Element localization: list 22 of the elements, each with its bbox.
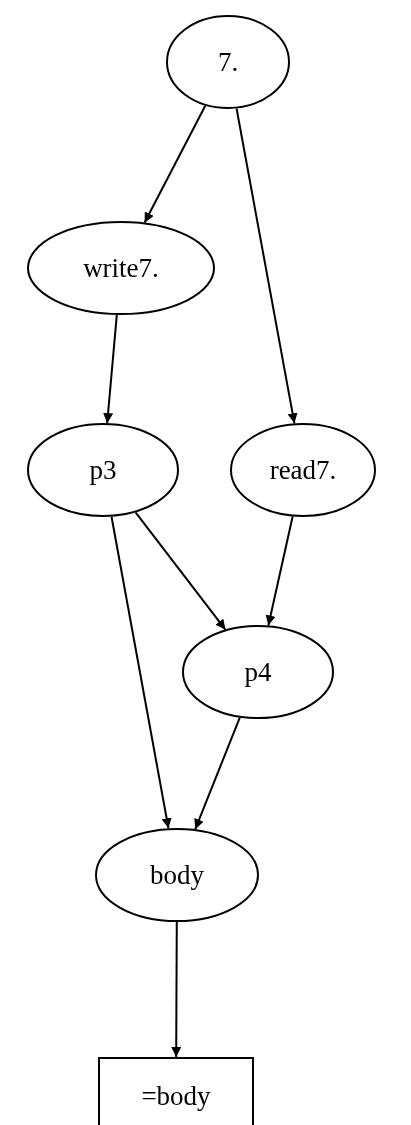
- arrow: [194, 716, 241, 831]
- arrow: [103, 313, 118, 425]
- ellipse-node: [166, 15, 290, 109]
- ellipse-node: [95, 828, 259, 922]
- arrow: [110, 515, 172, 830]
- arrow: [171, 921, 182, 1058]
- node-label: write7.: [83, 252, 159, 284]
- node-label: p4: [244, 656, 272, 688]
- ellipse-node: [27, 221, 215, 315]
- arrow: [235, 107, 298, 425]
- ellipse-node: [230, 423, 376, 517]
- node-label: body: [150, 859, 204, 891]
- node-label: read7.: [269, 454, 337, 486]
- ellipse-node: [27, 423, 179, 517]
- node-label: =body: [141, 1080, 211, 1112]
- ellipse-node: [182, 625, 334, 719]
- arrow: [143, 104, 207, 224]
- node-label: p3: [89, 454, 117, 486]
- node-label: 7.: [217, 46, 239, 78]
- arrow: [265, 515, 294, 627]
- arrow: [134, 511, 227, 631]
- process-box: [98, 1057, 254, 1125]
